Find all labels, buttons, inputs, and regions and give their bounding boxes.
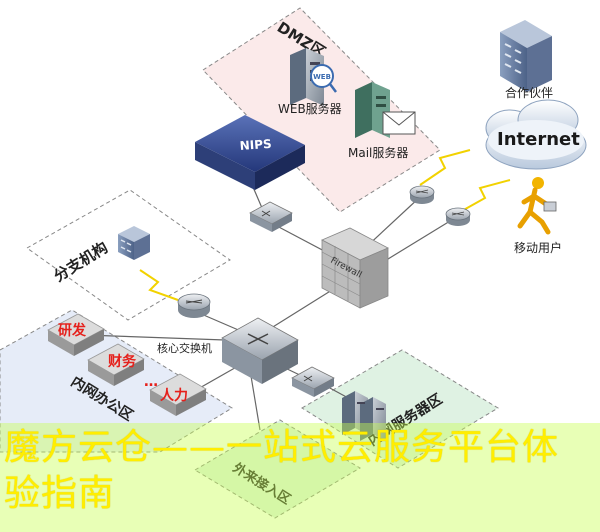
- dept-ellipsis: …: [144, 374, 158, 390]
- dept-hr-label: 人力: [160, 387, 188, 404]
- edge-router-2-icon: [445, 207, 471, 226]
- guest-zone: 外来接入区: [194, 419, 361, 519]
- dept-finance-label: 财务: [107, 353, 137, 370]
- dept-finance: 财务: [87, 343, 145, 386]
- web-server-icon: WEB: [290, 48, 337, 106]
- branch-building-icon: [118, 226, 150, 260]
- nips-label: NIPS: [239, 137, 272, 153]
- banner-text: 魔方云仓——一站式云服务平台体验指南: [4, 427, 560, 514]
- partner-label: 合作伙伴: [505, 85, 553, 100]
- mobile-user-label: 移动用户: [514, 240, 562, 255]
- branch-router-icon: [177, 293, 211, 318]
- web-badge: WEB: [313, 73, 331, 81]
- nips-appliance-icon: NIPS: [195, 115, 305, 190]
- internet-cloud-icon: Internet: [485, 99, 587, 170]
- edge-router-1-icon: [409, 185, 435, 204]
- web-server-label: WEB服务器: [278, 101, 342, 116]
- internet-label: Internet: [497, 129, 580, 150]
- dept-research: 研发: [47, 313, 105, 356]
- lightning-internet-1: [419, 149, 471, 186]
- link-core-guest: [249, 369, 261, 431]
- core-switch-label: 核心交换机: [157, 341, 212, 355]
- dmz-switch-icon: [249, 201, 293, 232]
- overlay-banner: [0, 423, 600, 532]
- partner-building-icon: [500, 20, 552, 92]
- mail-server-icon: [355, 82, 416, 138]
- server-rack-icon: [342, 391, 386, 441]
- link-core-research: [84, 334, 226, 341]
- lightning-branch: [139, 269, 179, 301]
- firewall-icon: Firewall: [321, 227, 389, 309]
- core-switch-icon: [221, 317, 299, 384]
- dept-hr: 人力: [149, 373, 207, 416]
- dept-research-label: 研发: [58, 322, 87, 339]
- mobile-user-icon: [517, 177, 557, 235]
- wireless-links: [139, 149, 511, 301]
- server-access-switch-icon: [291, 366, 335, 397]
- mail-server-label: Mail服务器: [348, 145, 408, 160]
- lightning-internet-2: [459, 179, 511, 213]
